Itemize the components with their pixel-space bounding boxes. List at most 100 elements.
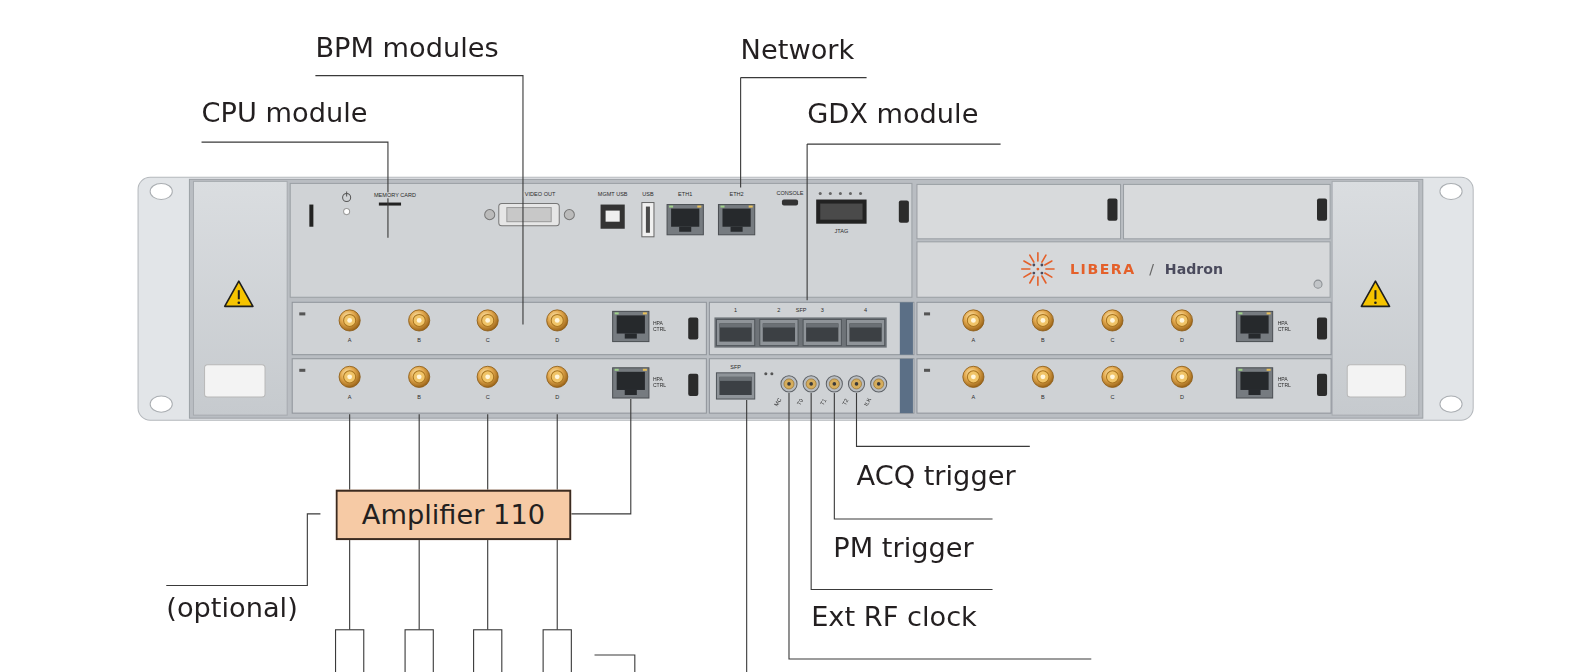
channel-label: 3 bbox=[820, 307, 825, 313]
bpm-module bbox=[1102, 310, 1123, 331]
cpu-module bbox=[642, 203, 654, 237]
cpu-module bbox=[601, 205, 625, 229]
blank-panels bbox=[917, 184, 1330, 297]
cpu-module bbox=[816, 200, 866, 224]
brand-logo bbox=[1042, 276, 1046, 283]
channel-label: C bbox=[1109, 337, 1115, 343]
cpu-module bbox=[849, 192, 852, 195]
signal-wire bbox=[350, 540, 558, 630]
brand-logo bbox=[1036, 268, 1039, 271]
rack-chassis bbox=[150, 183, 172, 199]
brand-logo bbox=[1030, 276, 1034, 283]
cpu-module bbox=[839, 192, 842, 195]
rack-chassis bbox=[1332, 181, 1419, 415]
brand-logo bbox=[1040, 264, 1043, 267]
leader-line bbox=[811, 393, 992, 589]
cpu-module bbox=[718, 205, 754, 235]
cpu-module bbox=[606, 211, 620, 222]
gdx-module bbox=[900, 302, 913, 354]
bpm-module bbox=[477, 310, 498, 331]
callout-label: GDX module bbox=[807, 98, 978, 129]
channel-label: C bbox=[485, 394, 491, 400]
rack-chassis bbox=[189, 179, 1422, 418]
bpm-module bbox=[917, 302, 1331, 354]
port-label: HPA CTRL bbox=[653, 377, 670, 388]
pickup-box bbox=[474, 630, 502, 672]
bpm-module bbox=[292, 302, 706, 354]
cpu-module bbox=[290, 183, 912, 297]
cpu-module bbox=[819, 192, 822, 195]
gdx-module bbox=[716, 373, 754, 399]
leader-line bbox=[834, 393, 992, 519]
port-label: HPA CTRL bbox=[1278, 377, 1295, 388]
bpm-module bbox=[339, 366, 360, 387]
channel-label: C bbox=[1109, 394, 1115, 400]
channel-label: 4 bbox=[863, 307, 868, 313]
port-label: HPA CTRL bbox=[653, 321, 670, 332]
callout-label: PM trigger bbox=[833, 532, 973, 563]
amplifier-box: Amplifier 110 bbox=[336, 489, 572, 539]
brand-logo bbox=[1024, 273, 1031, 277]
gdx-module bbox=[760, 319, 798, 345]
gdx-module bbox=[846, 319, 884, 345]
gdx-module bbox=[764, 372, 767, 375]
port-label: MEMORY CARD bbox=[373, 192, 417, 198]
gdx-module bbox=[900, 359, 913, 413]
signal-wire bbox=[571, 399, 630, 514]
callout-label: Network bbox=[741, 34, 855, 65]
brand-logo bbox=[1040, 272, 1043, 275]
callout-label: Ext RF clock bbox=[811, 601, 977, 632]
leader-line bbox=[807, 144, 1000, 300]
cpu-module bbox=[346, 191, 347, 196]
port-label: CONSOLE bbox=[775, 190, 804, 196]
brand-logo bbox=[1032, 272, 1035, 275]
bpm-module bbox=[1236, 311, 1272, 341]
pickup-box bbox=[405, 630, 433, 672]
bpm-module bbox=[299, 312, 305, 315]
pickup-box bbox=[336, 630, 364, 672]
rack-chassis bbox=[193, 181, 287, 415]
channel-label: A bbox=[971, 337, 977, 343]
brand-label: LIBERA bbox=[1070, 261, 1135, 277]
node-label: Amplifier 110 bbox=[362, 499, 545, 530]
bpm-module bbox=[1102, 366, 1123, 387]
gdx-module bbox=[709, 302, 914, 354]
gdx-module bbox=[781, 376, 797, 392]
bpm-module bbox=[292, 359, 706, 413]
channel-label: D bbox=[1179, 394, 1185, 400]
blank-panels bbox=[1314, 280, 1322, 288]
leader-line bbox=[746, 400, 747, 672]
leader-line bbox=[166, 76, 1091, 672]
leader-line bbox=[789, 393, 1091, 659]
pickup-box bbox=[543, 630, 571, 672]
bpm-module bbox=[477, 366, 498, 387]
brand-logo bbox=[1045, 273, 1052, 277]
bpm-module bbox=[924, 312, 930, 315]
channel-label: 2 bbox=[776, 307, 781, 313]
port-label: ETH2 bbox=[728, 191, 744, 197]
bpm-module bbox=[409, 310, 430, 331]
channel-label: A bbox=[347, 394, 353, 400]
blank-panels bbox=[1124, 184, 1331, 238]
channel-label: B bbox=[416, 394, 422, 400]
channel-label: B bbox=[416, 337, 422, 343]
port-label: HPA CTRL bbox=[1278, 321, 1295, 332]
bpm-module bbox=[924, 369, 930, 372]
blank-panels bbox=[917, 242, 1330, 297]
blank-panels bbox=[1107, 199, 1117, 221]
signal-wire bbox=[350, 414, 558, 490]
port-label: MGMT USB bbox=[597, 191, 629, 197]
bpm-module bbox=[547, 366, 568, 387]
cpu-module bbox=[507, 208, 551, 222]
cpu-module bbox=[820, 204, 862, 220]
callout-label: BPM modules bbox=[315, 32, 498, 63]
port-label: JTAG bbox=[833, 228, 849, 234]
channel-label: D bbox=[554, 337, 560, 343]
cpu-module bbox=[564, 210, 574, 220]
gdx-module bbox=[803, 319, 841, 345]
gdx-module bbox=[848, 376, 864, 392]
callout-label: (optional) bbox=[166, 592, 297, 623]
callout-label: CPU module bbox=[202, 97, 368, 128]
rack-chassis bbox=[138, 177, 1473, 420]
rack-chassis bbox=[1440, 396, 1462, 412]
